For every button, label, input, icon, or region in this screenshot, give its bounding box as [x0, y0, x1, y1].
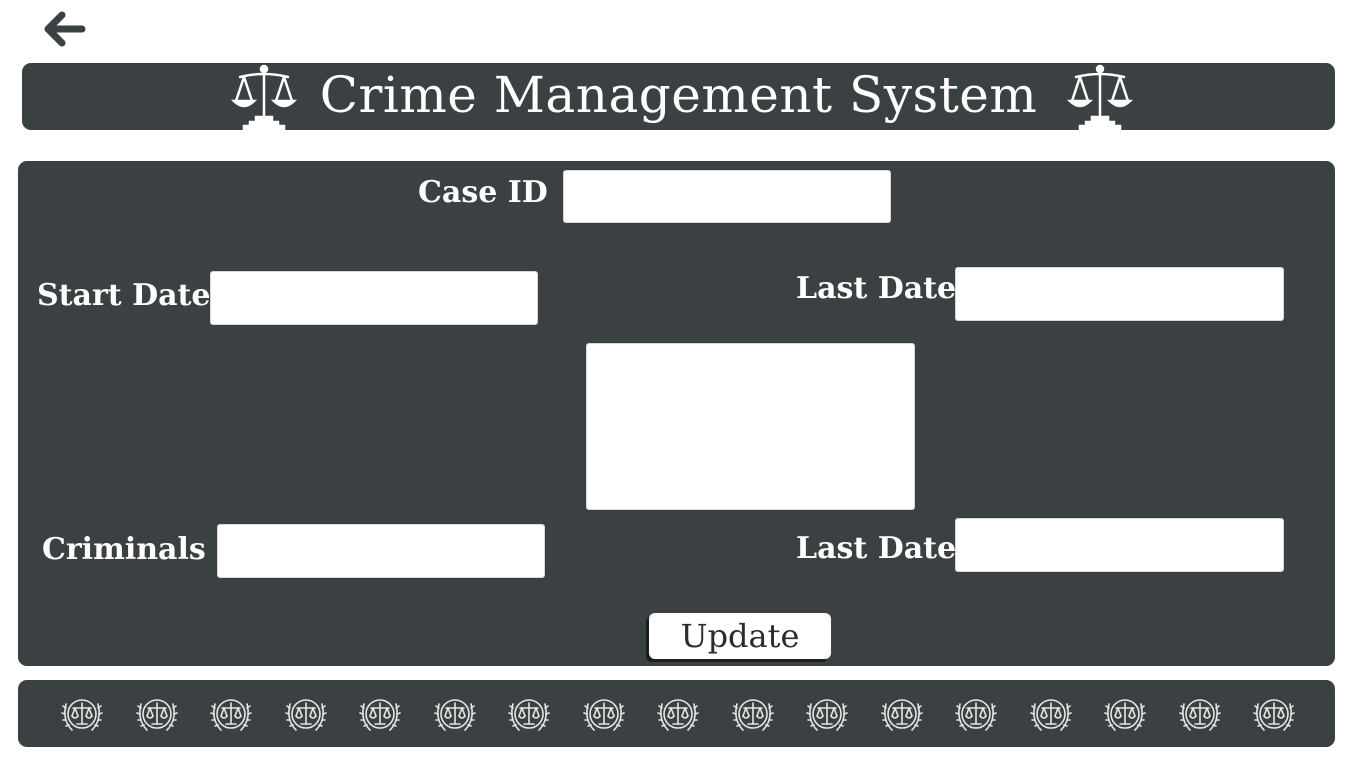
criminals-label: Criminals	[42, 532, 206, 567]
last-date-input-2[interactable]	[956, 519, 1283, 571]
start-date-label: Start Date	[37, 278, 211, 313]
scales-of-justice-icon	[230, 64, 298, 131]
justice-wreath-icon	[1029, 699, 1072, 731]
justice-wreath-icon	[582, 699, 625, 731]
justice-wreath-icon	[210, 699, 252, 731]
justice-wreath-icon	[1253, 699, 1295, 731]
justice-wreath-icon	[1178, 699, 1221, 731]
description-box[interactable]	[586, 343, 915, 510]
justice-wreath-icon	[955, 699, 997, 731]
last-date-field[interactable]	[955, 267, 1284, 321]
justice-wreath-icon	[433, 699, 476, 731]
app-title: Crime Management System	[319, 66, 1038, 124]
start-date-field[interactable]	[210, 271, 538, 325]
case-form-panel: Case ID Start Date Last Date Criminals L…	[18, 161, 1335, 666]
description-textarea[interactable]	[587, 344, 914, 509]
justice-wreath-icon	[135, 699, 178, 731]
back-button[interactable]	[40, 8, 88, 50]
arrow-left-icon	[44, 11, 86, 47]
justice-wreath-icon	[806, 699, 848, 731]
justice-wreath-icon	[61, 699, 103, 731]
case-id-input[interactable]	[564, 171, 890, 222]
criminals-input[interactable]	[218, 525, 544, 577]
header-banner: Crime Management System	[22, 63, 1335, 131]
start-date-input[interactable]	[211, 272, 537, 324]
justice-wreath-icon	[1104, 699, 1146, 731]
footer-banner	[18, 680, 1335, 747]
criminals-field[interactable]	[217, 524, 545, 578]
justice-wreath-icon	[508, 699, 550, 731]
case-id-field[interactable]	[563, 170, 891, 223]
emblem-row	[58, 690, 1298, 738]
justice-wreath-icon	[657, 699, 699, 731]
last-date-label-2: Last Date	[796, 531, 957, 566]
justice-wreath-icon	[359, 699, 401, 731]
scales-of-justice-icon	[1066, 64, 1134, 131]
last-date-input[interactable]	[956, 268, 1283, 320]
case-id-label: Case ID	[418, 175, 548, 210]
update-button[interactable]: Update	[649, 613, 831, 659]
last-date-field-2[interactable]	[955, 518, 1284, 572]
justice-wreath-icon	[731, 699, 774, 731]
justice-wreath-icon	[284, 699, 327, 731]
last-date-label: Last Date	[796, 271, 957, 306]
justice-wreath-icon	[880, 699, 923, 731]
